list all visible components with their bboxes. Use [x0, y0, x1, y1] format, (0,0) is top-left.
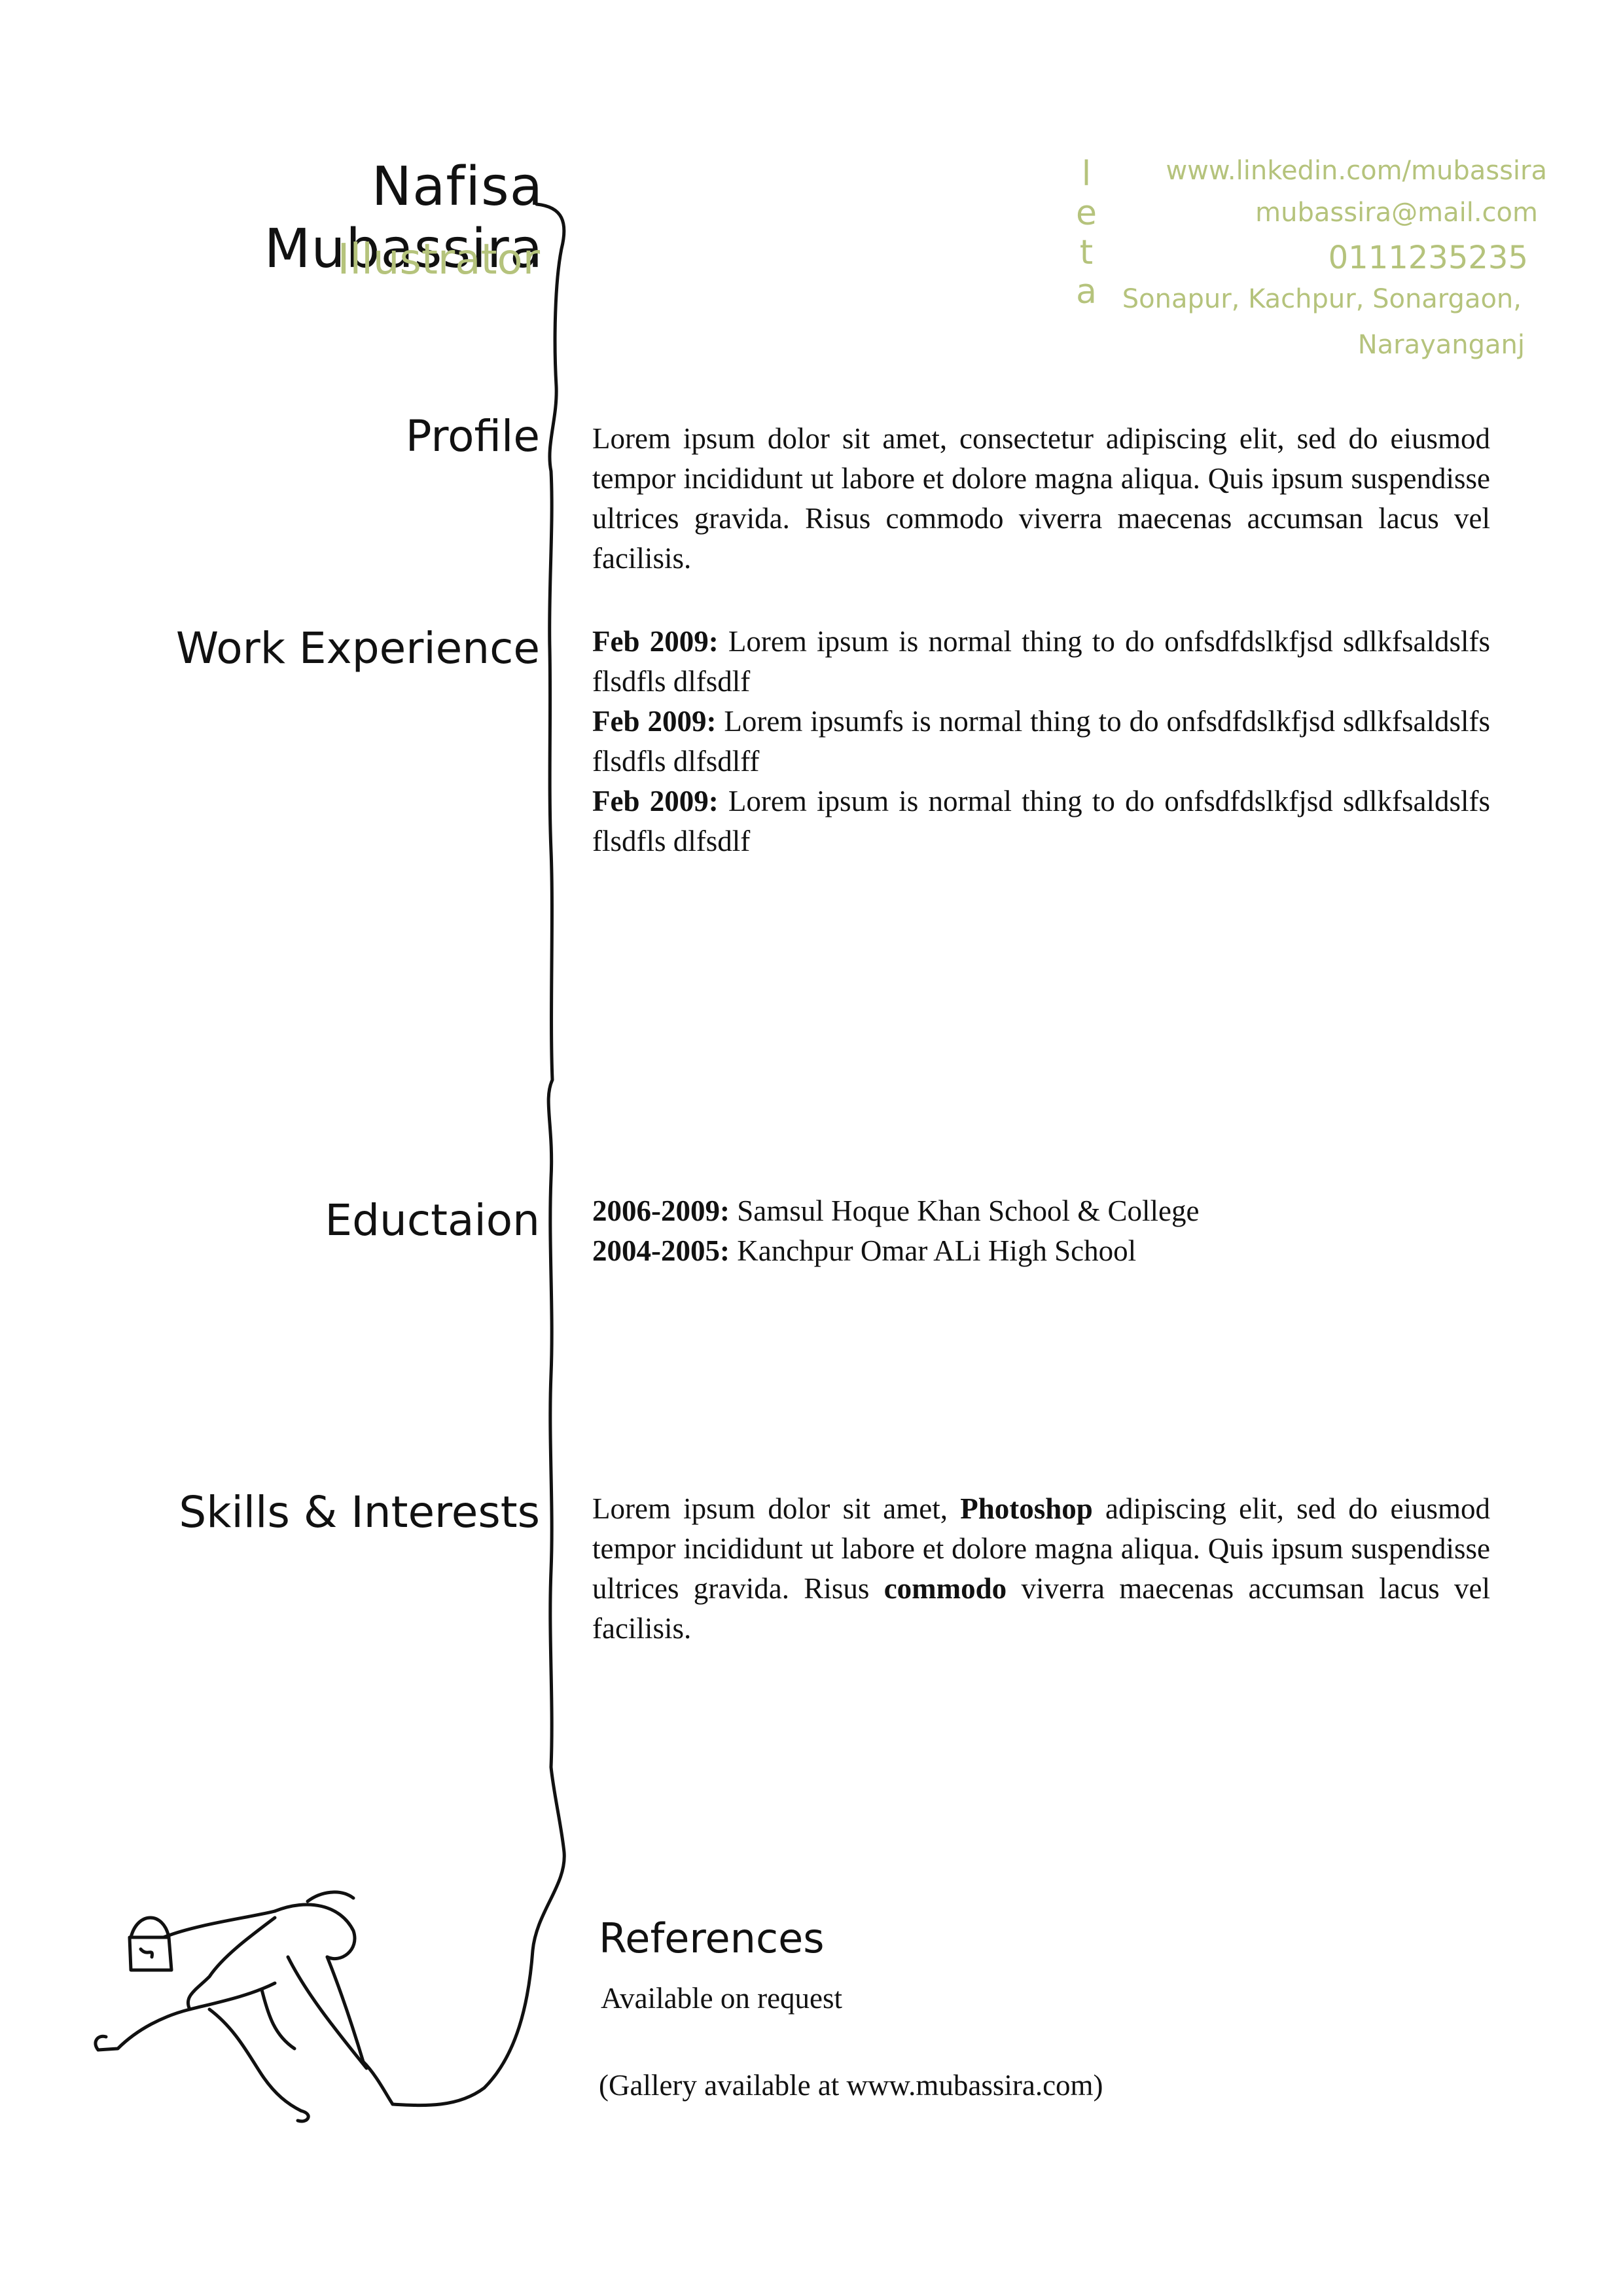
skills-text: Lorem ipsum dolor sit amet, Photoshop ad… — [592, 1489, 1490, 1649]
education-entry-date: 2006-2009: — [592, 1194, 730, 1227]
person-role: Illustrator — [337, 236, 540, 284]
education-entry: 2004-2005: Kanchpur Omar ALi High School — [592, 1231, 1490, 1271]
skills-highlight: Photoshop — [960, 1492, 1093, 1525]
references-heading: References — [599, 1914, 825, 1962]
work-entry-date: Feb 2009: — [592, 625, 719, 658]
contact-email-link[interactable]: mubassira@mail.com — [1255, 198, 1538, 228]
contact-phone: 0111235235 — [1328, 240, 1528, 276]
profile-text: Lorem ipsum dolor sit amet, consectetur … — [592, 422, 1490, 575]
person-name: Nafisa Mubassira — [264, 156, 543, 280]
contact-address-line1: Sonapur, Kachpur, Sonargaon, — [1122, 284, 1522, 314]
work-entry-text: Lorem ipsum is normal thing to do onfsdf… — [592, 625, 1490, 698]
education-list: 2006-2009: Samsul Hoque Khan School & Co… — [592, 1191, 1490, 1271]
contact-label-t: t — [1079, 233, 1094, 272]
work-experience-heading: Work Experience — [175, 623, 540, 673]
skills-text-part: viverra maecenas accumsan lacus vel faci… — [592, 1572, 1490, 1645]
education-heading: Eductaion — [325, 1195, 540, 1246]
contact-address-line2: Narayanganj — [1357, 330, 1525, 360]
contact-label-e: e — [1076, 194, 1097, 233]
work-experience-list: Feb 2009: Lorem ipsum is normal thing to… — [592, 622, 1490, 861]
work-entry-text: Lorem ipsumfs is normal thing to do onfs… — [592, 705, 1490, 778]
education-entry-text: Samsul Hoque Khan School & College — [729, 1194, 1200, 1227]
gallery-link-text[interactable]: (Gallery available at www.mubassira.com) — [599, 2069, 1103, 2102]
contact-label-l: l — [1081, 154, 1092, 194]
profile-heading: Profile — [405, 411, 540, 461]
work-entry-date: Feb 2009: — [592, 785, 719, 817]
skills-heading: Skills & Interests — [179, 1487, 540, 1537]
timeline-line — [391, 202, 566, 2108]
contact-website-link[interactable]: www.linkedin.com/mubassira — [1166, 156, 1547, 186]
work-entry-text: Lorem ipsum is normal thing to do onfsdf… — [592, 785, 1490, 857]
education-entry-text: Kanchpur Omar ALi High School — [729, 1234, 1137, 1267]
girl-with-bucket-icon — [94, 1890, 395, 2123]
skills-text-part: Lorem ipsum dolor sit amet, — [592, 1492, 961, 1525]
education-entry-date: 2004-2005: — [592, 1234, 730, 1267]
references-text: Available on request — [601, 1982, 843, 2015]
contact-label-column: l e t a — [1060, 154, 1113, 312]
skills-text-part: adipiscing elit, sed do eiusmod tempor i… — [592, 1492, 1491, 1605]
education-entry: 2006-2009: Samsul Hoque Khan School & Co… — [592, 1191, 1490, 1231]
contact-label-a: a — [1076, 272, 1097, 312]
work-entry: Feb 2009: Lorem ipsum is normal thing to… — [592, 781, 1490, 861]
work-entry: Feb 2009: Lorem ipsumfs is normal thing … — [592, 702, 1490, 781]
skills-highlight: commodo — [883, 1572, 1007, 1605]
work-entry: Feb 2009: Lorem ipsum is normal thing to… — [592, 622, 1490, 702]
work-entry-date: Feb 2009: — [592, 705, 717, 738]
